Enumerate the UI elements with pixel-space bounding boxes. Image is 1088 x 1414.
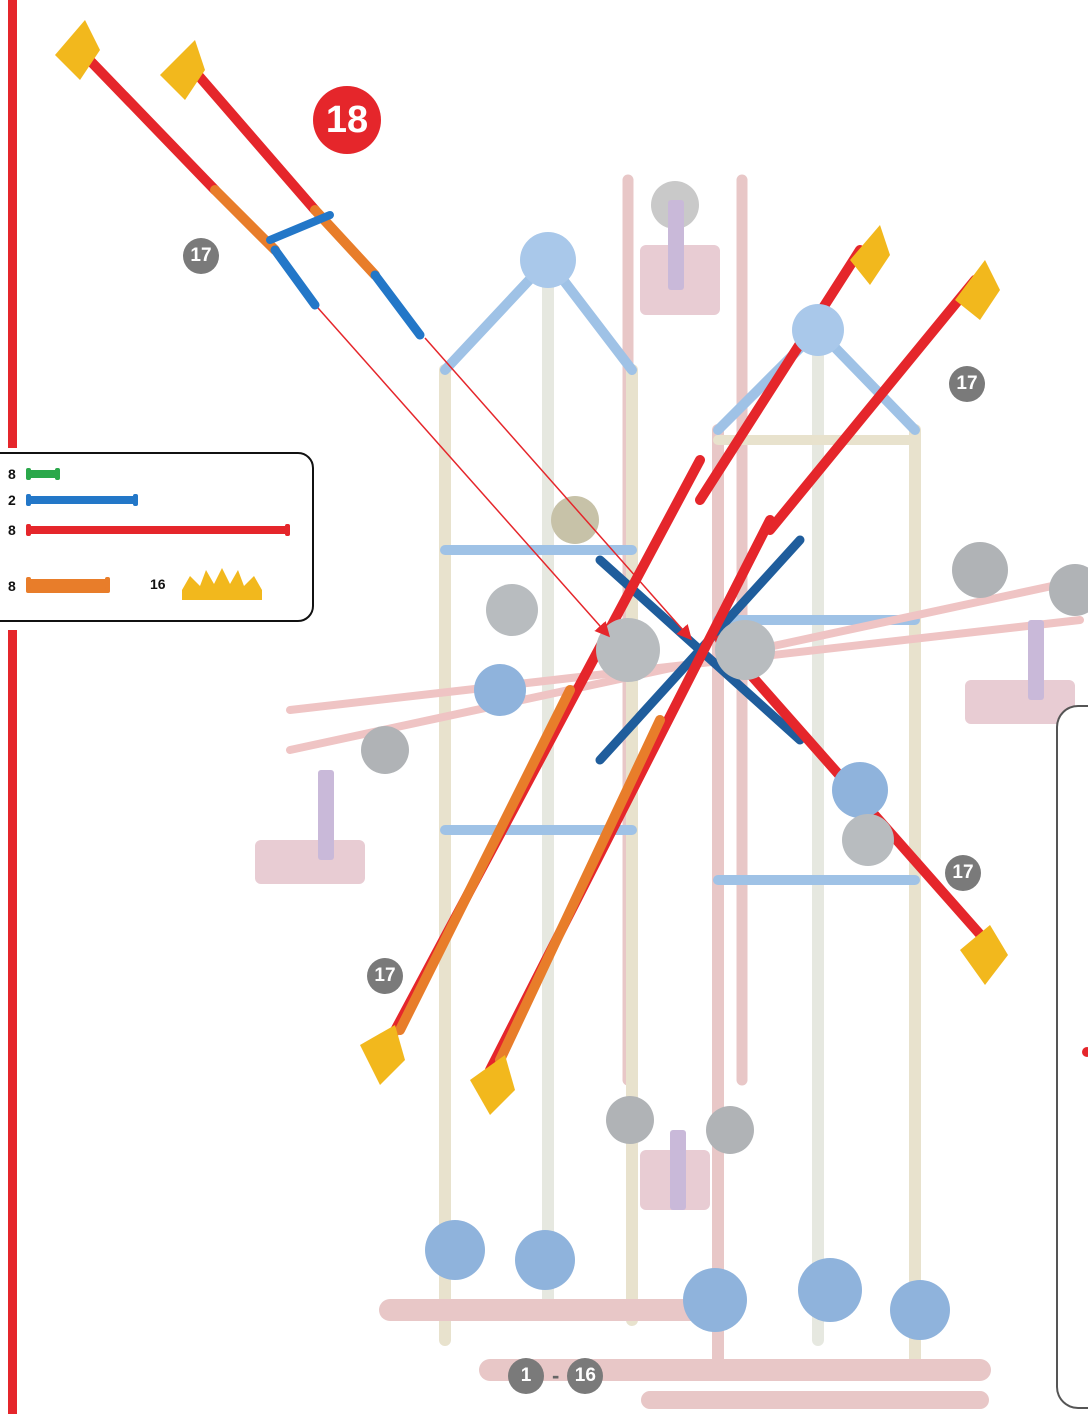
previous-steps-range: 1 - 16 (508, 1358, 604, 1394)
callout-step-17-top-left: 17 (183, 238, 219, 274)
red-marker-icon (1082, 1047, 1088, 1057)
green-connector-icon (26, 468, 60, 480)
red-rod-icon (26, 524, 290, 536)
range-separator: - (552, 1363, 560, 1388)
orange-rod-icon (26, 577, 110, 593)
blue-rod-icon (26, 494, 138, 506)
parts-qty: 8 (8, 578, 16, 594)
yellow-half-gear-icon (182, 568, 262, 600)
parts-row-blue: 2 (8, 492, 138, 508)
page-margin-bar-top (8, 0, 17, 448)
parts-qty: 8 (8, 466, 16, 482)
parts-row-yellow: 16 (150, 566, 264, 602)
callout-step-17-right: 17 (945, 855, 981, 891)
parts-qty: 8 (8, 522, 16, 538)
partial-detail-box (1056, 705, 1088, 1409)
step-number-badge: 18 (313, 86, 381, 154)
parts-qty: 2 (8, 492, 16, 508)
parts-row-orange: 8 (8, 577, 110, 594)
callout-step-17-top-right: 17 (949, 366, 985, 402)
parts-list-box: 8 2 8 8 16 (0, 452, 314, 622)
parts-qty: 16 (150, 576, 166, 592)
page-margin-bar-bottom (8, 630, 17, 1414)
range-from-badge: 1 (508, 1358, 544, 1394)
range-to-badge: 16 (567, 1358, 604, 1394)
parts-row-green: 8 (8, 466, 60, 482)
callout-step-17-left: 17 (367, 958, 403, 994)
parts-row-red: 8 (8, 522, 290, 538)
